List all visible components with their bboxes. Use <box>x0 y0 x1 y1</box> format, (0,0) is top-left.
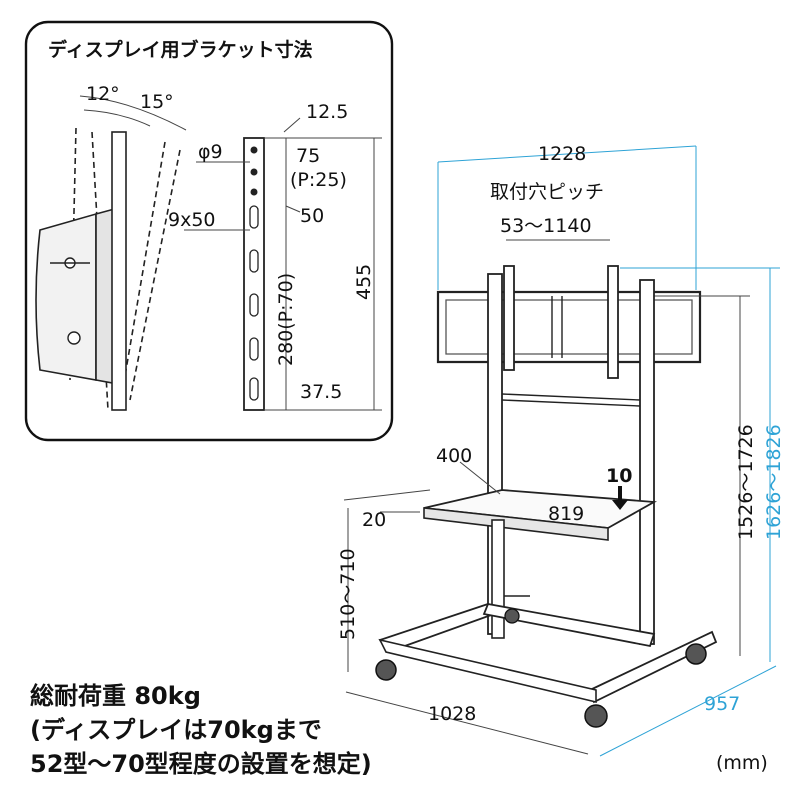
dim-819-label: 819 <box>548 503 584 525</box>
display-frame-inner <box>445 299 693 355</box>
caster-4-icon <box>504 608 520 624</box>
cross-bar-top-2 <box>501 399 641 407</box>
hole-1-icon <box>250 146 258 154</box>
slot-4-icon <box>249 337 259 361</box>
bracket-right <box>607 265 619 379</box>
bracket-left <box>503 265 515 371</box>
dim-hole-label: φ9 <box>198 141 223 163</box>
tilt-dashed-front2 <box>119 141 166 406</box>
dim-50-label: 50 <box>300 205 324 227</box>
dim-height-a-label: 1526～1726 <box>735 424 757 540</box>
unit-label: (mm) <box>716 752 768 774</box>
inset-title: ディスプレイ用ブラケット寸法 <box>48 38 313 61</box>
slot-5-icon <box>249 377 259 401</box>
angle-12-label: 12° <box>86 83 120 105</box>
note-display-limit: (ディスプレイは70kgまで <box>30 716 322 744</box>
angle-arc-inner <box>83 109 151 127</box>
dim-line-957 <box>599 665 777 757</box>
pitch-label: 取付穴ピッチ <box>490 181 604 203</box>
dim-400-label: 400 <box>436 445 472 467</box>
bracket-side-arm <box>111 131 127 411</box>
dim-leader-12 <box>283 117 301 133</box>
bracket-front-strip <box>243 137 265 411</box>
dim-9x50-label: 9x50 <box>168 209 216 231</box>
display-frame <box>436 290 702 364</box>
dim-1028-label: 1028 <box>428 703 476 725</box>
dim-height-b-label: 1626～1826 <box>763 424 785 540</box>
caster-1-icon <box>375 659 397 681</box>
slot-2-icon <box>249 249 259 273</box>
shelf-load-label: 10 <box>606 465 632 487</box>
dim-line-1028 <box>345 691 589 755</box>
pitch-range-label: 53～1140 <box>500 215 592 237</box>
shelf-edge <box>423 507 609 541</box>
upright-lower-left <box>491 519 505 639</box>
dim-957-label: 957 <box>704 693 740 715</box>
angle-15-label: 15° <box>140 91 174 113</box>
tilt-dashed-front <box>129 149 181 401</box>
cross-bar-top <box>501 393 641 401</box>
upright-right <box>639 279 655 645</box>
base-front-bar <box>378 638 597 704</box>
dim-line-400 <box>343 489 431 501</box>
dim-280-label: 280(P:70) <box>275 273 297 366</box>
slot-1-icon <box>249 205 259 229</box>
dim-75-label: 75 <box>296 145 320 167</box>
hole-2-icon <box>250 168 258 176</box>
dim-shelf-height-label: 510～710 <box>337 548 359 640</box>
dim-line-1228 <box>437 145 697 163</box>
dim-37-5-label: 37.5 <box>300 381 342 403</box>
dim-20-label: 20 <box>362 509 386 531</box>
dim-leader-50 <box>285 205 301 213</box>
angle-arc-outer <box>79 95 187 131</box>
caster-2-icon <box>584 704 608 728</box>
caster-3-icon <box>685 643 707 665</box>
note-total-load: 総耐荷重 80kg <box>30 682 201 710</box>
slot-3-icon <box>249 293 259 317</box>
dim-1228-label: 1228 <box>538 143 586 165</box>
note-size-range: 52型～70型程度の設置を想定) <box>30 750 372 778</box>
load-arrow-icon <box>612 486 628 510</box>
base-rear-bar <box>482 602 656 648</box>
dim-455-label: 455 <box>353 264 375 300</box>
bracket-side-plate <box>35 212 97 381</box>
dim-leader-400 <box>459 461 501 495</box>
hole-3-icon <box>250 188 258 196</box>
bolt-icon <box>67 331 81 345</box>
dim-p25-label: (P:25) <box>290 169 347 191</box>
dim-12-5-label: 12.5 <box>306 101 348 123</box>
